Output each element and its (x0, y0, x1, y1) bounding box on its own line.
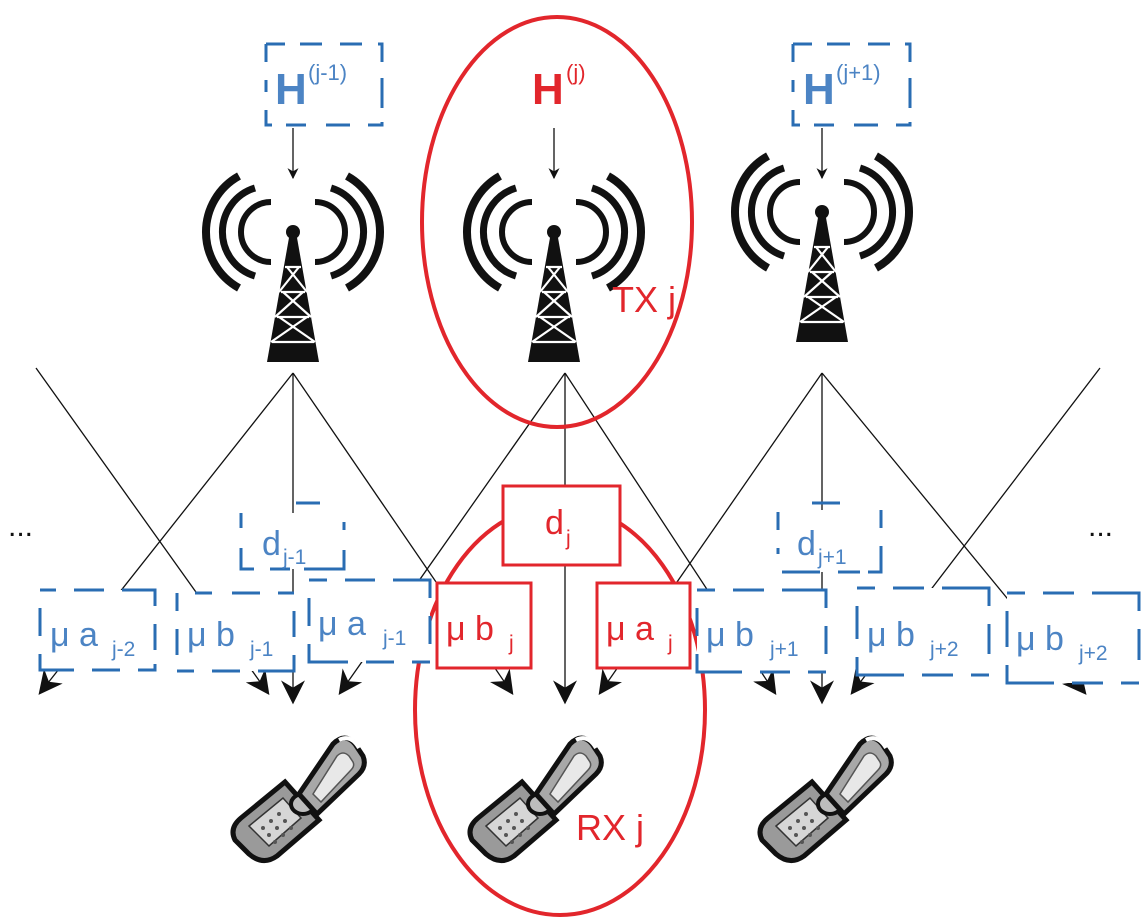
box-mu-a-j: μ a j (595, 581, 692, 670)
channel-prev-sup: (j-1) (308, 60, 347, 85)
channel-next-sup: (j+1) (836, 60, 881, 85)
svg-text:j: j (565, 527, 571, 550)
svg-text:d: d (797, 525, 816, 563)
svg-text:j+1: j+1 (769, 638, 799, 661)
box-mu-b-j-plus-2-first: μ b j+2 (855, 586, 991, 677)
ellipsis-right: ... (1088, 510, 1113, 543)
box-mu-a-j-minus-2: μ a j-2 (38, 588, 157, 672)
svg-text:j+1: j+1 (817, 546, 847, 569)
svg-text:d: d (262, 525, 281, 563)
svg-text:μ a: μ a (50, 616, 98, 654)
channel-curr: H (j) (532, 60, 586, 114)
channel-next-h: H (803, 65, 835, 114)
ellipsis-left: ... (8, 510, 33, 543)
box-d-j: d j (501, 484, 622, 567)
box-d-j-plus-1: d j+1 (776, 501, 883, 574)
svg-text:j-1: j-1 (282, 546, 306, 569)
svg-text:μ a: μ a (318, 605, 366, 643)
svg-text:j-1: j-1 (249, 638, 273, 661)
channel-prev: H (j-1) (264, 42, 384, 127)
box-mu-b-j-plus-2-second: μ b j+2 (1005, 591, 1141, 685)
svg-text:μ a: μ a (606, 610, 654, 648)
svg-text:j-1: j-1 (382, 627, 406, 650)
box-mu-b-j-minus-1: μ b j-1 (175, 591, 296, 673)
svg-text:μ b: μ b (1016, 620, 1064, 658)
svg-text:μ b: μ b (706, 616, 754, 654)
box-mu-b-j-plus-1: μ b j+1 (695, 588, 828, 674)
channel-next: H (j+1) (791, 42, 912, 127)
svg-text:μ b: μ b (187, 616, 235, 654)
antenna-tower-icon (206, 176, 380, 362)
antenna-tower-icon (467, 176, 641, 362)
box-d-j-minus-1: d j-1 (239, 501, 346, 571)
svg-text:j+2: j+2 (1078, 642, 1108, 665)
channel-curr-h: H (532, 65, 564, 114)
antenna-tower-icon (735, 156, 909, 342)
svg-text:μ b: μ b (867, 616, 915, 654)
svg-text:j+2: j+2 (929, 638, 959, 661)
channel-prev-h: H (275, 65, 307, 114)
svg-text:j-2: j-2 (111, 638, 135, 661)
box-mu-a-j-minus-1: μ a j-1 (307, 578, 432, 664)
svg-text:d: d (545, 504, 564, 542)
cell-phone-icon (760, 738, 891, 861)
tx-label: TX j (612, 279, 676, 320)
cell-phone-icon (233, 738, 364, 861)
svg-text:j: j (508, 632, 514, 655)
channel-curr-sup: (j) (566, 60, 586, 85)
rx-label: RX j (576, 807, 644, 848)
tx-j-highlight-ellipse (420, 15, 694, 429)
svg-text:j: j (667, 632, 673, 655)
svg-text:μ b: μ b (446, 610, 494, 648)
box-mu-b-j: μ b j (435, 581, 533, 670)
